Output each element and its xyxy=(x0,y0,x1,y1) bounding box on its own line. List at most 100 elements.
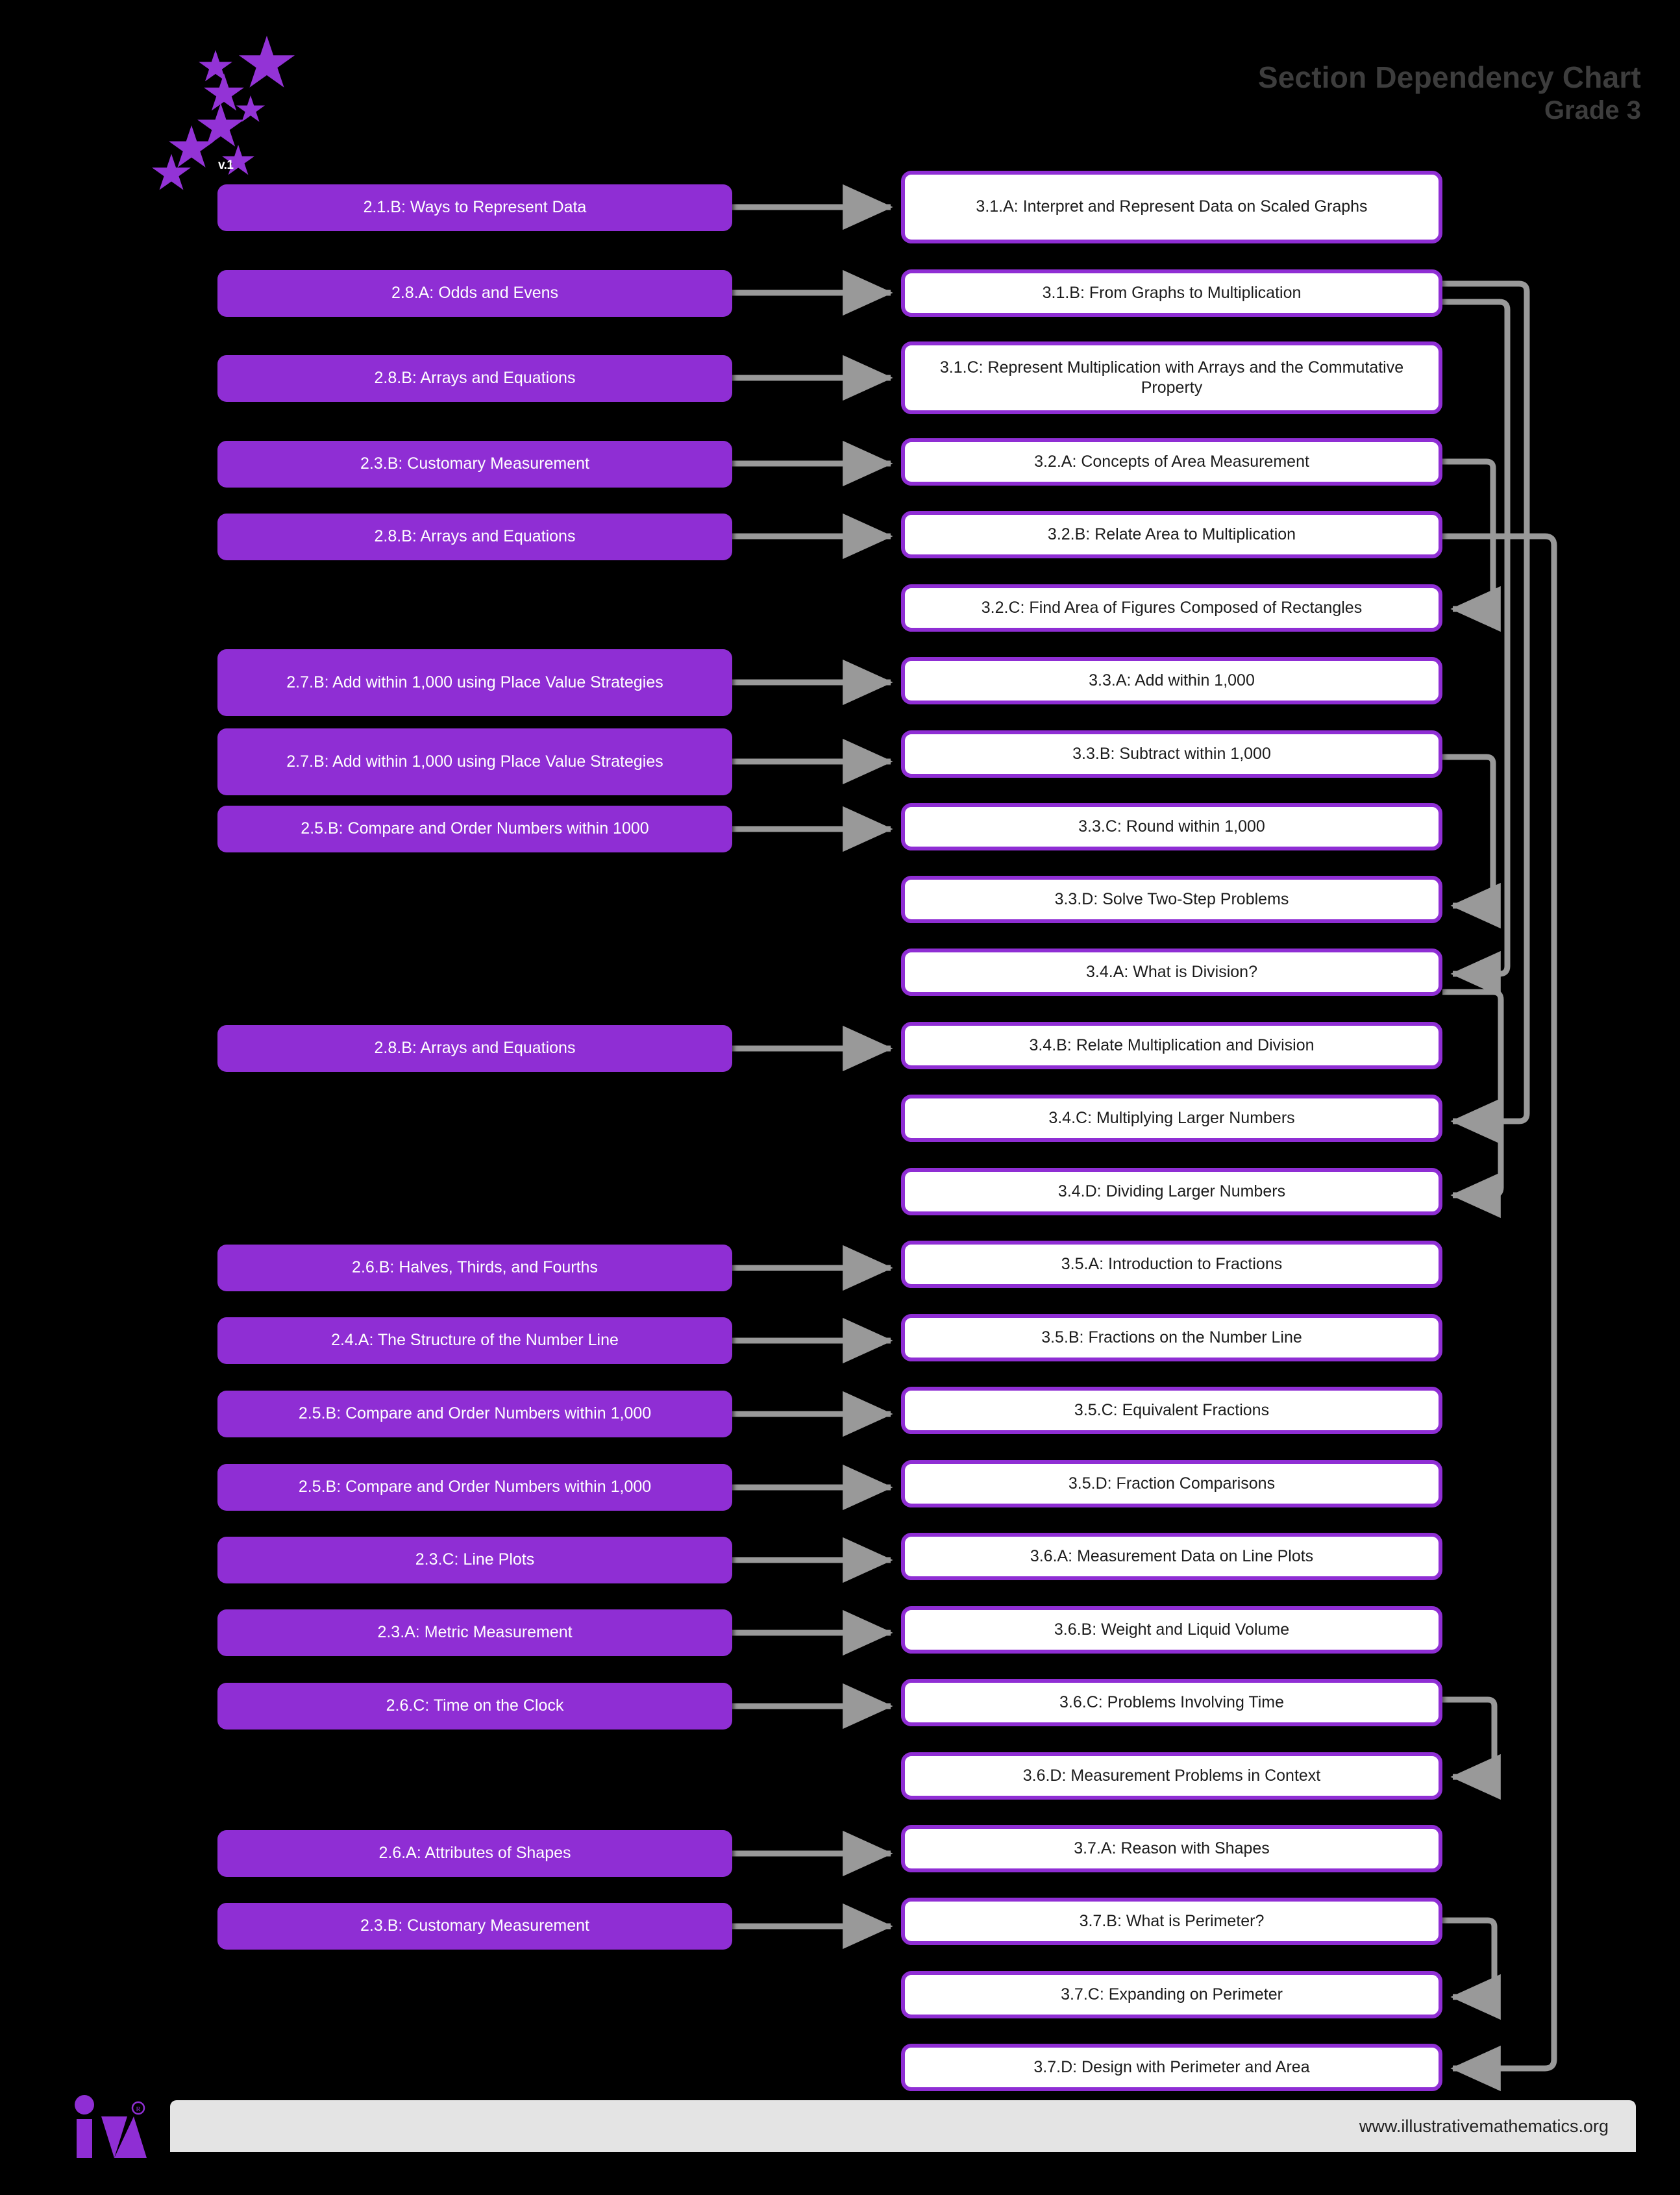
section-node[interactable]: 3.6.A: Measurement Data on Line Plots xyxy=(901,1533,1442,1580)
section-label: 3.6.A: Measurement Data on Line Plots xyxy=(1030,1546,1314,1565)
svg-text:R: R xyxy=(136,2105,141,2113)
section-node[interactable]: 3.1.C: Represent Multiplication with Arr… xyxy=(901,341,1442,414)
prereq-node[interactable]: 2.6.A: Attributes of Shapes xyxy=(217,1830,732,1877)
prereq-node[interactable]: 2.7.B: Add within 1,000 using Place Valu… xyxy=(217,728,732,795)
section-node[interactable]: 3.4.C: Multiplying Larger Numbers xyxy=(901,1095,1442,1142)
prereq-node[interactable]: 2.5.B: Compare and Order Numbers within … xyxy=(217,1464,732,1511)
prereq-node[interactable]: 2.8.B: Arrays and Equations xyxy=(217,514,732,560)
prereq-node[interactable]: 2.3.A: Metric Measurement xyxy=(217,1609,732,1656)
page-subtitle: Grade 3 xyxy=(1544,95,1641,125)
prereq-node[interactable]: 2.8.B: Arrays and Equations xyxy=(217,1025,732,1072)
star-icon xyxy=(239,36,295,88)
prereq-node[interactable]: 2.6.B: Halves, Thirds, and Fourths xyxy=(217,1245,732,1291)
section-label: 3.1.A: Interpret and Represent Data on S… xyxy=(976,197,1368,216)
prereq-label: 2.8.A: Odds and Evens xyxy=(391,284,559,303)
section-label: 3.3.D: Solve Two-Step Problems xyxy=(1054,889,1289,908)
section-label: 3.4.B: Relate Multiplication and Divisio… xyxy=(1029,1035,1315,1054)
section-label: 3.4.D: Dividing Larger Numbers xyxy=(1057,1182,1286,1200)
section-label: 3.5.A: Introduction to Fractions xyxy=(1061,1254,1283,1273)
section-node[interactable]: 3.3.D: Solve Two-Step Problems xyxy=(901,876,1442,923)
section-label: 3.5.B: Fractions on the Number Line xyxy=(1041,1328,1302,1346)
section-node[interactable]: 3.4.B: Relate Multiplication and Divisio… xyxy=(901,1022,1442,1069)
section-label: 3.7.A: Reason with Shapes xyxy=(1074,1839,1270,1857)
section-label: 3.3.B: Subtract within 1,000 xyxy=(1072,744,1271,763)
prereq-node[interactable]: 2.3.B: Customary Measurement xyxy=(217,441,732,488)
prereq-label: 2.6.C: Time on the Clock xyxy=(386,1696,564,1715)
prereq-node[interactable]: 2.6.C: Time on the Clock xyxy=(217,1683,732,1730)
prereq-node[interactable]: 2.7.B: Add within 1,000 using Place Valu… xyxy=(217,649,732,716)
prereq-label: 2.3.A: Metric Measurement xyxy=(377,1623,573,1642)
section-label: 3.4.C: Multiplying Larger Numbers xyxy=(1048,1108,1295,1127)
page-title: Section Dependency Chart xyxy=(1257,60,1641,94)
section-label: 3.2.B: Relate Area to Multiplication xyxy=(1047,525,1296,543)
prereq-label: 2.1.B: Ways to Represent Data xyxy=(363,198,587,217)
section-label: 3.6.B: Weight and Liquid Volume xyxy=(1054,1620,1290,1639)
section-node[interactable]: 3.3.C: Round within 1,000 xyxy=(901,803,1442,850)
star-cluster-decoration: v.1 xyxy=(152,36,325,190)
prereq-node[interactable]: 2.8.A: Odds and Evens xyxy=(217,270,732,317)
section-node[interactable]: 3.4.D: Dividing Larger Numbers xyxy=(901,1168,1442,1215)
prereq-node[interactable]: 2.8.B: Arrays and Equations xyxy=(217,355,732,402)
prereq-label: 2.8.B: Arrays and Equations xyxy=(374,527,576,546)
section-label: 3.7.B: What is Perimeter? xyxy=(1079,1911,1265,1930)
section-label: 3.3.A: Add within 1,000 xyxy=(1089,671,1255,689)
footer-bar: www.illustrativemathematics.org xyxy=(170,2100,1636,2152)
section-label: 3.3.C: Round within 1,000 xyxy=(1078,817,1265,836)
section-node[interactable]: 3.7.C: Expanding on Perimeter xyxy=(901,1971,1442,2018)
prereq-node[interactable]: 2.3.B: Customary Measurement xyxy=(217,1903,732,1950)
section-label: 3.2.A: Concepts of Area Measurement xyxy=(1034,452,1309,471)
section-node[interactable]: 3.6.B: Weight and Liquid Volume xyxy=(901,1606,1442,1654)
section-label: 3.1.C: Represent Multiplication with Arr… xyxy=(939,358,1404,397)
section-label: 3.7.D: Design with Perimeter and Area xyxy=(1033,2057,1310,2076)
section-node[interactable]: 3.2.B: Relate Area to Multiplication xyxy=(901,511,1442,558)
prereq-node[interactable]: 2.3.C: Line Plots xyxy=(217,1537,732,1583)
prereq-label: 2.3.B: Customary Measurement xyxy=(360,454,589,473)
prereq-label: 2.5.B: Compare and Order Numbers within … xyxy=(298,1478,652,1496)
prereq-node[interactable]: 2.5.B: Compare and Order Numbers within … xyxy=(217,1391,732,1437)
prereq-label: 2.8.B: Arrays and Equations xyxy=(374,1039,576,1058)
website-url[interactable]: www.illustrativemathematics.org xyxy=(1359,2116,1609,2136)
section-node[interactable]: 3.5.A: Introduction to Fractions xyxy=(901,1241,1442,1288)
prereq-label: 2.6.A: Attributes of Shapes xyxy=(378,1844,571,1863)
section-label: 3.5.C: Equivalent Fractions xyxy=(1074,1400,1270,1419)
prereq-label: 2.7.B: Add within 1,000 using Place Valu… xyxy=(286,752,663,771)
section-node[interactable]: 3.1.B: From Graphs to Multiplication xyxy=(901,269,1442,317)
section-node[interactable]: 3.7.A: Reason with Shapes xyxy=(901,1825,1442,1872)
section-label: 3.6.C: Problems Involving Time xyxy=(1059,1693,1284,1711)
section-node[interactable]: 3.5.C: Equivalent Fractions xyxy=(901,1387,1442,1434)
star-icon xyxy=(204,73,244,111)
prereq-node[interactable]: 2.5.B: Compare and Order Numbers within … xyxy=(217,806,732,852)
section-node[interactable]: 3.2.A: Concepts of Area Measurement xyxy=(901,438,1442,486)
prereq-label: 2.5.B: Compare and Order Numbers within … xyxy=(298,1404,652,1423)
prereq-node[interactable]: 2.4.A: The Structure of the Number Line xyxy=(217,1317,732,1364)
version-label: v.1 xyxy=(218,158,234,172)
section-node[interactable]: 3.2.C: Find Area of Figures Composed of … xyxy=(901,584,1442,632)
prereq-label: 2.3.C: Line Plots xyxy=(415,1550,535,1569)
prereq-node[interactable]: 2.1.B: Ways to Represent Data xyxy=(217,184,732,231)
section-node[interactable]: 3.3.B: Subtract within 1,000 xyxy=(901,730,1442,778)
section-label: 3.4.A: What is Division? xyxy=(1086,962,1257,981)
section-node[interactable]: 3.7.B: What is Perimeter? xyxy=(901,1898,1442,1945)
prereq-label: 2.8.B: Arrays and Equations xyxy=(374,369,576,388)
section-node[interactable]: 3.1.A: Interpret and Represent Data on S… xyxy=(901,171,1442,243)
section-node[interactable]: 3.7.D: Design with Perimeter and Area xyxy=(901,2044,1442,2091)
illustrative-mathematics-logo: R xyxy=(75,2095,147,2158)
section-label: 3.1.B: From Graphs to Multiplication xyxy=(1042,283,1302,302)
star-icon xyxy=(169,125,214,167)
section-node[interactable]: 3.5.B: Fractions on the Number Line xyxy=(901,1314,1442,1361)
section-node[interactable]: 3.6.C: Problems Involving Time xyxy=(901,1679,1442,1726)
star-icon xyxy=(199,50,232,82)
section-label: 3.5.D: Fraction Comparisons xyxy=(1068,1474,1276,1493)
prereq-label: 2.5.B: Compare and Order Numbers within … xyxy=(301,819,649,838)
section-node[interactable]: 3.4.A: What is Division? xyxy=(901,949,1442,996)
section-label: 3.7.C: Expanding on Perimeter xyxy=(1061,1985,1283,2003)
prereq-label: 2.3.B: Customary Measurement xyxy=(360,1916,589,1935)
section-node[interactable]: 3.3.A: Add within 1,000 xyxy=(901,657,1442,704)
header: Section Dependency Chart Grade 3 xyxy=(1257,60,1641,125)
section-node[interactable]: 3.6.D: Measurement Problems in Context xyxy=(901,1752,1442,1800)
prereq-label: 2.7.B: Add within 1,000 using Place Valu… xyxy=(286,673,663,691)
section-label: 3.6.D: Measurement Problems in Context xyxy=(1022,1766,1321,1785)
prereq-label: 2.4.A: The Structure of the Number Line xyxy=(331,1331,619,1350)
section-node[interactable]: 3.5.D: Fraction Comparisons xyxy=(901,1460,1442,1507)
